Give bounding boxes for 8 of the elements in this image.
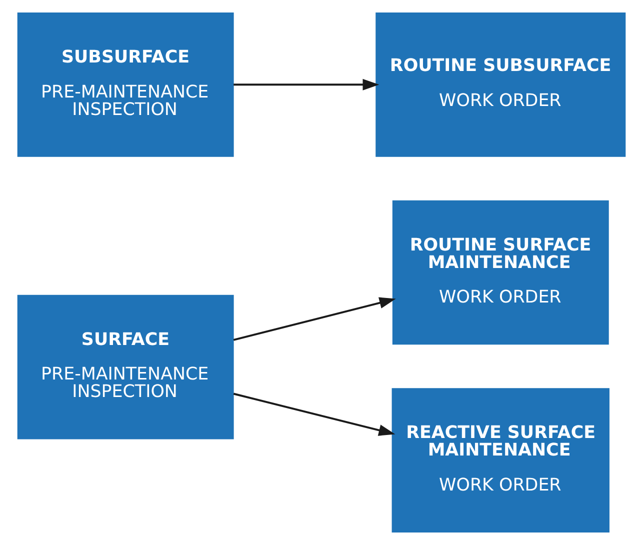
node-box: ROUTINE SURFACE MAINTENANCE WORK ORDER xyxy=(392,200,608,345)
arrow xyxy=(232,392,395,436)
node-box: ROUTINE SUBSURFACE WORK ORDER xyxy=(375,12,626,157)
node-box: REACTIVE SURFACE MAINTENANCE WORK ORDER xyxy=(391,388,609,532)
arrow xyxy=(232,297,396,341)
node-box: SUBSURFACE PRE-MAINTENANCE INSPECTION xyxy=(16,12,234,157)
arrow xyxy=(233,78,379,90)
node-box: SURFACE PRE-MAINTENANCE INSPECTION xyxy=(16,294,234,440)
